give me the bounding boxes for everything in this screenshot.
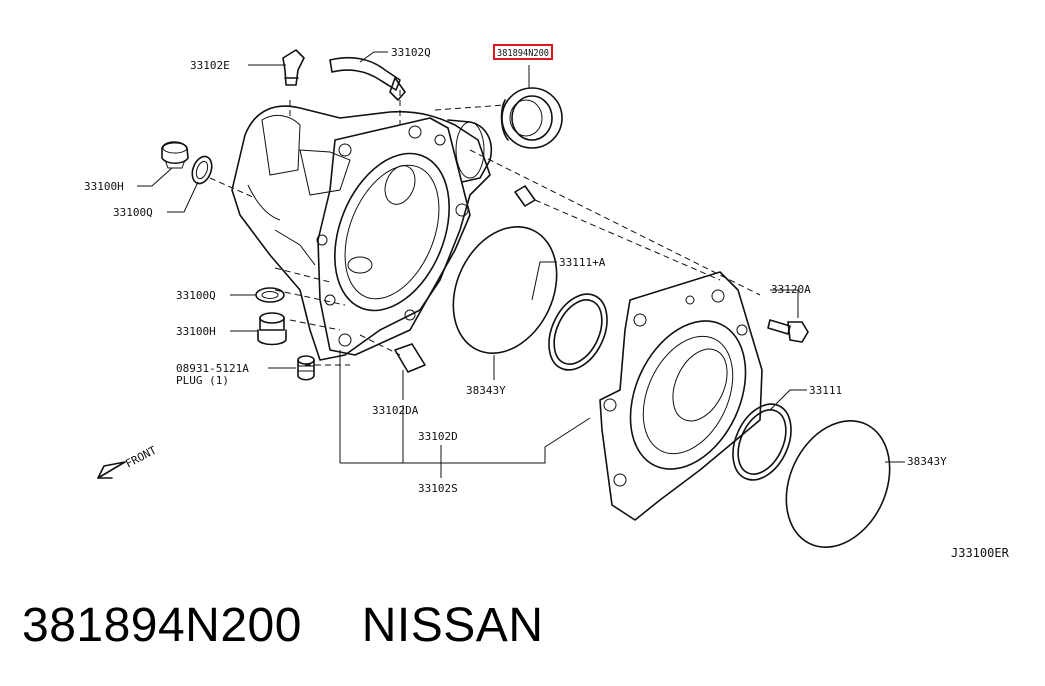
label-33102Q: 33102Q <box>391 46 431 59</box>
assembly-guide-lines <box>209 90 761 366</box>
label-figure-code: J33100ER <box>951 546 1010 560</box>
label-33100H-upper: 33100H <box>84 180 124 193</box>
label-38343Y-rear: 38343Y <box>907 455 947 468</box>
label-33102D: 33102D <box>418 430 458 443</box>
leader-lines <box>137 51 905 478</box>
part-number: 381894N200 <box>22 599 302 652</box>
dowel-pins-illustration <box>394 185 536 373</box>
breather-hose-illustration <box>282 49 401 91</box>
part-caption: 381894N200 NISSAN <box>22 598 543 653</box>
highlight-box <box>493 44 553 60</box>
label-38343Y-front: 38343Y <box>466 384 506 397</box>
label-33100H-lower: 33100H <box>176 325 216 338</box>
label-33102DA: 33102DA <box>372 404 419 417</box>
label-plug-note: PLUG (1) <box>176 374 229 387</box>
front-label: FRONT <box>123 443 159 470</box>
left-small-parts <box>161 141 315 381</box>
label-33102S: 33102S <box>418 482 458 495</box>
label-33100Q-lower: 33100Q <box>176 289 216 302</box>
label-33100Q-upper: 33100Q <box>113 206 153 219</box>
label-33111: 33111 <box>809 384 842 397</box>
oil-seal-illustration <box>500 87 563 149</box>
label-33102E: 33102E <box>190 59 230 72</box>
rear-cover-illustration <box>599 271 809 521</box>
differential-case-illustration <box>231 77 492 361</box>
label-33120A: 33120A <box>771 283 811 296</box>
seal-rings-illustration <box>452 226 891 548</box>
brand-name: NISSAN <box>361 599 544 652</box>
label-08931-5121A: 08931-5121A <box>176 362 249 375</box>
front-direction-marker: FRONT <box>97 443 159 479</box>
label-33111-plus-A: 33111+A <box>559 256 606 269</box>
label-highlight-part: 381894N200 <box>497 48 549 59</box>
